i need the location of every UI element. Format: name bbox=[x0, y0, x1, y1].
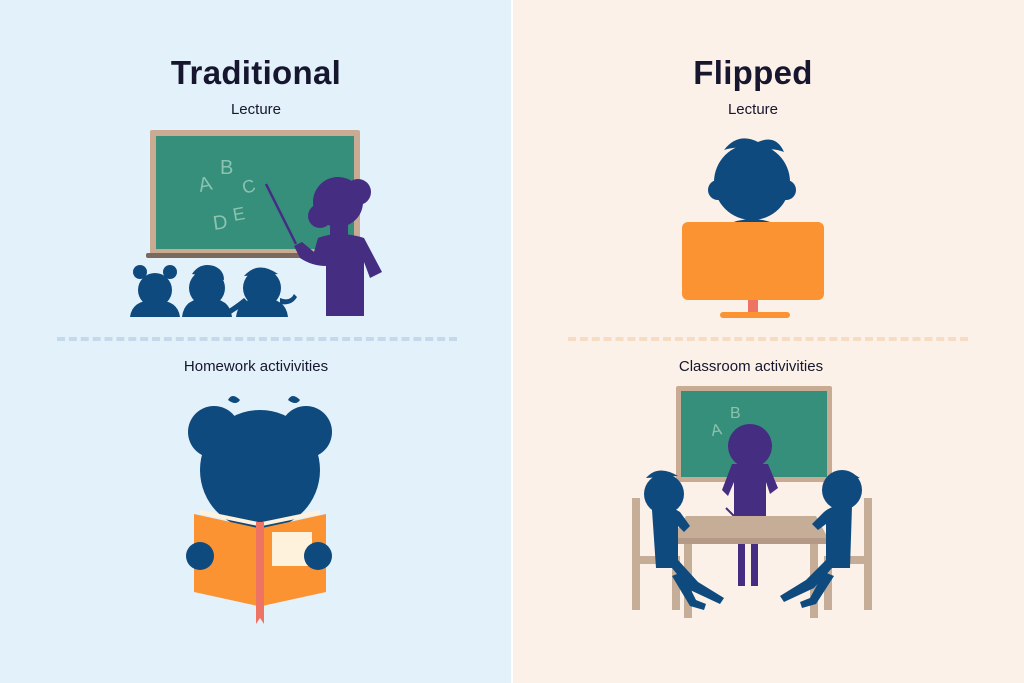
traditional-divider-line bbox=[57, 337, 457, 341]
left-seated-child-silhouette bbox=[644, 470, 724, 610]
group-table-activity-icon: A B bbox=[632, 386, 872, 618]
flipped-classroom-label: Classroom activivities bbox=[678, 358, 824, 375]
teacher-silhouette bbox=[294, 177, 382, 316]
traditional-title: Traditional bbox=[170, 54, 342, 91]
monitor-base bbox=[720, 312, 790, 318]
flipped-divider-line bbox=[568, 337, 968, 341]
board-letter-b: B bbox=[220, 157, 233, 179]
left-hand bbox=[186, 542, 214, 570]
teacher-at-chalkboard-icon: A B C D E bbox=[130, 130, 382, 317]
flipped-panel bbox=[512, 0, 1024, 683]
traditional-lecture-label: Lecture bbox=[230, 101, 282, 118]
pointer-stick bbox=[264, 183, 298, 245]
open-book bbox=[194, 510, 326, 624]
table-top bbox=[672, 516, 828, 538]
right-seated-child-silhouette bbox=[780, 470, 862, 608]
board-letter-a: A bbox=[196, 172, 214, 196]
standing-child-silhouette bbox=[722, 424, 778, 586]
monitor-screen bbox=[682, 222, 824, 300]
board-letter-d: D bbox=[212, 211, 229, 235]
monitor-stand bbox=[748, 300, 758, 312]
right-hand bbox=[304, 542, 332, 570]
flipped-lecture-label: Lecture bbox=[727, 101, 779, 118]
board-letter-c: C bbox=[240, 175, 258, 198]
students-icon bbox=[130, 265, 297, 317]
board-letter-e: E bbox=[231, 203, 246, 225]
child-reading-book-icon bbox=[186, 396, 332, 624]
child-silhouette bbox=[708, 138, 796, 234]
flipped-title: Flipped bbox=[693, 54, 813, 91]
traditional-homework-label: Homework activivities bbox=[183, 358, 329, 375]
center-divider bbox=[511, 0, 513, 683]
child-at-monitor-icon bbox=[682, 138, 824, 318]
book-ribbon bbox=[256, 522, 264, 614]
board-letter-b: B bbox=[730, 405, 741, 422]
board-letter-a: A bbox=[710, 421, 724, 440]
chalk-tray bbox=[146, 253, 346, 258]
